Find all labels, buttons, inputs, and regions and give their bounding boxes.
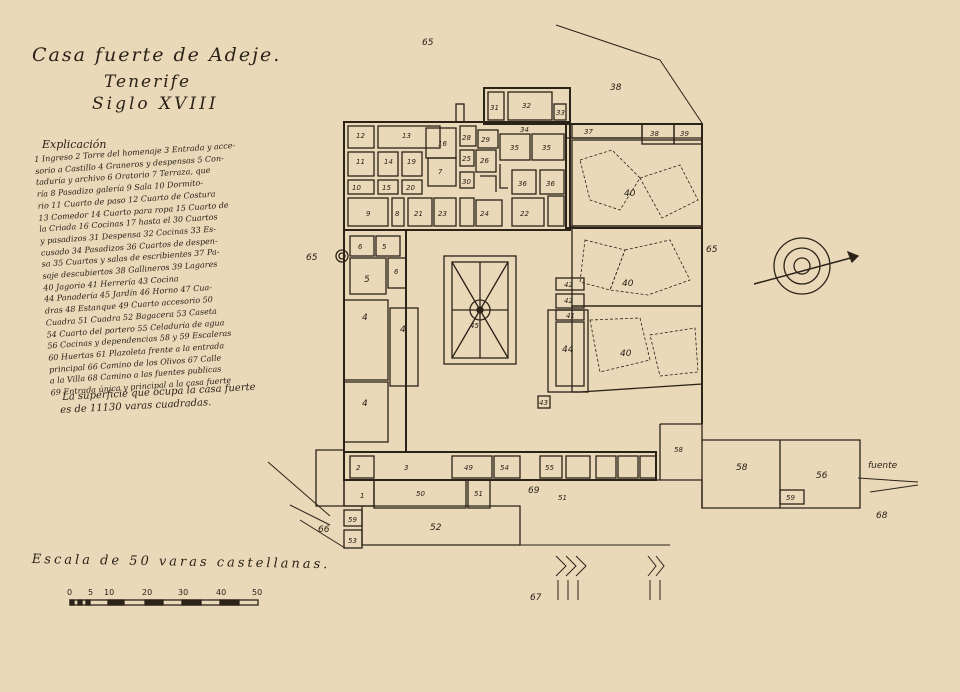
scale-tick: 0	[67, 588, 72, 597]
room-label: 5	[382, 243, 387, 251]
room-label: 15	[382, 184, 391, 192]
room-label: 51	[558, 494, 567, 502]
room-label: 42	[564, 281, 573, 289]
room-label: 23	[438, 210, 447, 218]
room-label: 39	[680, 130, 689, 138]
room-label: 25	[462, 155, 471, 163]
room-label: 9	[366, 210, 371, 218]
room-label: 59	[786, 494, 795, 502]
room-label: 53	[348, 537, 357, 545]
room-label: 10	[352, 184, 361, 192]
room-label: 40	[624, 189, 636, 199]
castle-rooms	[343, 87, 703, 231]
scale-tick: 30	[178, 588, 188, 597]
room-label: 35	[510, 144, 519, 152]
room-label: 7	[438, 168, 443, 176]
room-label: 1	[360, 492, 364, 500]
room-label: 4	[362, 399, 368, 409]
room-label: 59	[348, 516, 357, 524]
scale-tick: 20	[142, 588, 152, 597]
room-label: 40	[622, 279, 634, 289]
room-label: 50	[416, 490, 425, 498]
west-wing	[335, 229, 419, 453]
room-label: 31	[490, 104, 499, 112]
room-label: 38	[650, 130, 659, 138]
room-label: 37	[584, 128, 593, 136]
room-label: 49	[464, 464, 473, 472]
room-label: 54	[500, 464, 509, 472]
compass-rose-icon	[753, 237, 860, 295]
room-label: 8	[395, 210, 400, 218]
scale-tick: 10	[104, 588, 114, 597]
legend-heading: Explicación	[42, 138, 107, 151]
room-label: 45	[470, 322, 479, 330]
room-label: 30	[462, 178, 471, 186]
room-label: 4	[362, 313, 368, 323]
exterior-label: fuente	[868, 461, 898, 471]
exterior-label: 69	[528, 486, 540, 496]
room-label: 41	[566, 312, 575, 320]
room-label: 51	[474, 490, 483, 498]
room-label: 36	[546, 180, 555, 188]
room-label: 58	[736, 463, 748, 473]
scale-bar	[69, 599, 259, 606]
exterior-label: 66	[318, 525, 330, 535]
hatch-marks	[555, 555, 665, 600]
room-label: 34	[520, 126, 529, 134]
room-label: 36	[518, 180, 527, 188]
map-subtitle-place: Tenerife	[104, 72, 192, 92]
room-label: 16	[438, 140, 447, 148]
exterior-label: 65	[306, 253, 318, 263]
rooms-41-44	[537, 277, 589, 409]
south-range	[315, 449, 657, 549]
patio-40	[571, 139, 703, 393]
room-label: 6	[358, 243, 363, 251]
south-east-annex	[656, 423, 861, 509]
room-label: 33	[556, 109, 565, 117]
room-label: 35	[542, 144, 551, 152]
room-label: 38	[610, 83, 622, 93]
room-label: 42	[564, 297, 573, 305]
room-label: 24	[480, 210, 489, 218]
room-label: 2	[356, 464, 361, 472]
room-label: 52	[430, 523, 442, 533]
room-label: 21	[414, 210, 423, 218]
room-label: 6	[394, 268, 399, 276]
room-label: 12	[356, 132, 365, 140]
room-label: 29	[481, 136, 490, 144]
scale-tick: 5	[88, 588, 93, 597]
exterior-label: 65	[706, 245, 718, 255]
room-label: 40	[620, 349, 632, 359]
map-subtitle-century: Siglo XVIII	[92, 94, 219, 114]
room-label: 32	[522, 102, 531, 110]
room-label: 5	[364, 275, 370, 285]
room-label: 44	[562, 345, 574, 355]
room-label: 55	[545, 464, 554, 472]
room-label: 58	[674, 446, 683, 454]
exterior-label: 67	[530, 593, 542, 603]
scale-tick: 50	[252, 588, 262, 597]
room-label: 28	[462, 134, 471, 142]
exterior-label: 68	[876, 511, 888, 521]
scale-tick: 40	[216, 588, 226, 597]
room-label: 43	[539, 399, 548, 407]
exterior-label: 65	[422, 38, 434, 48]
room-label: 11	[356, 158, 365, 166]
room-label: 14	[384, 158, 393, 166]
room-label: 4	[400, 325, 406, 335]
room-label: 56	[816, 471, 828, 481]
map-title: Casa fuerte de Adeje.	[32, 44, 282, 66]
room-label: 3	[404, 464, 408, 472]
room-label: 20	[406, 184, 415, 192]
room-label: 22	[520, 210, 529, 218]
room-label: 19	[407, 158, 416, 166]
garden	[443, 255, 517, 365]
room-label: 26	[480, 157, 489, 165]
room-label: 13	[402, 132, 411, 140]
